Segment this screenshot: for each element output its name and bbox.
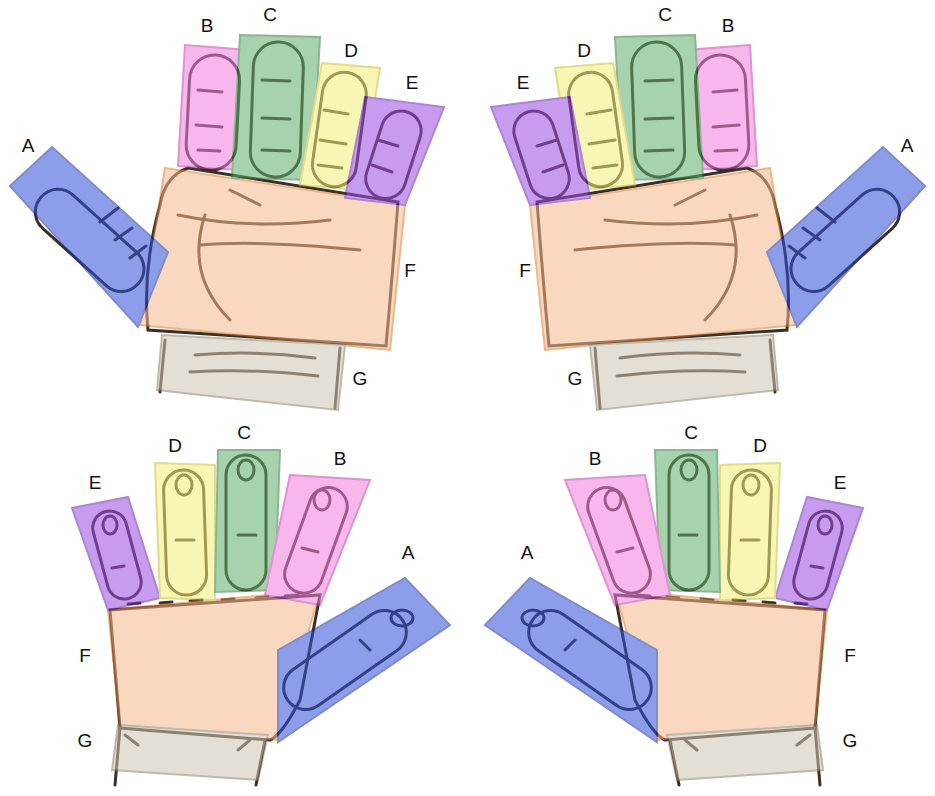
part-letter: G [78, 731, 93, 750]
part-letter: G [353, 369, 368, 388]
part-letter: E [89, 473, 102, 492]
part-letter: F [79, 646, 91, 665]
part-letter: C [263, 5, 277, 24]
part-letter: B [589, 449, 602, 468]
part-letter: E [406, 73, 419, 92]
part-letter: A [22, 136, 35, 155]
part-letter: A [901, 136, 914, 155]
part-letter: C [658, 5, 672, 24]
part-letter: D [344, 41, 358, 60]
part-letter: F [519, 261, 531, 280]
part-letter: A [521, 543, 534, 562]
part-letter: E [517, 73, 530, 92]
part-letter: F [404, 261, 416, 280]
part-letter: D [753, 436, 767, 455]
part-letter: F [844, 646, 856, 665]
part-letter: A [402, 543, 415, 562]
part-letter: D [168, 436, 182, 455]
part-letter: B [201, 16, 214, 35]
part-letter: D [577, 41, 591, 60]
part-letter: C [237, 423, 251, 442]
part-letter: B [722, 16, 735, 35]
part-letter: B [334, 449, 347, 468]
part-letter: C [684, 423, 698, 442]
part-letter: G [843, 731, 858, 750]
part-letter: G [568, 369, 583, 388]
part-letter: E [834, 473, 847, 492]
